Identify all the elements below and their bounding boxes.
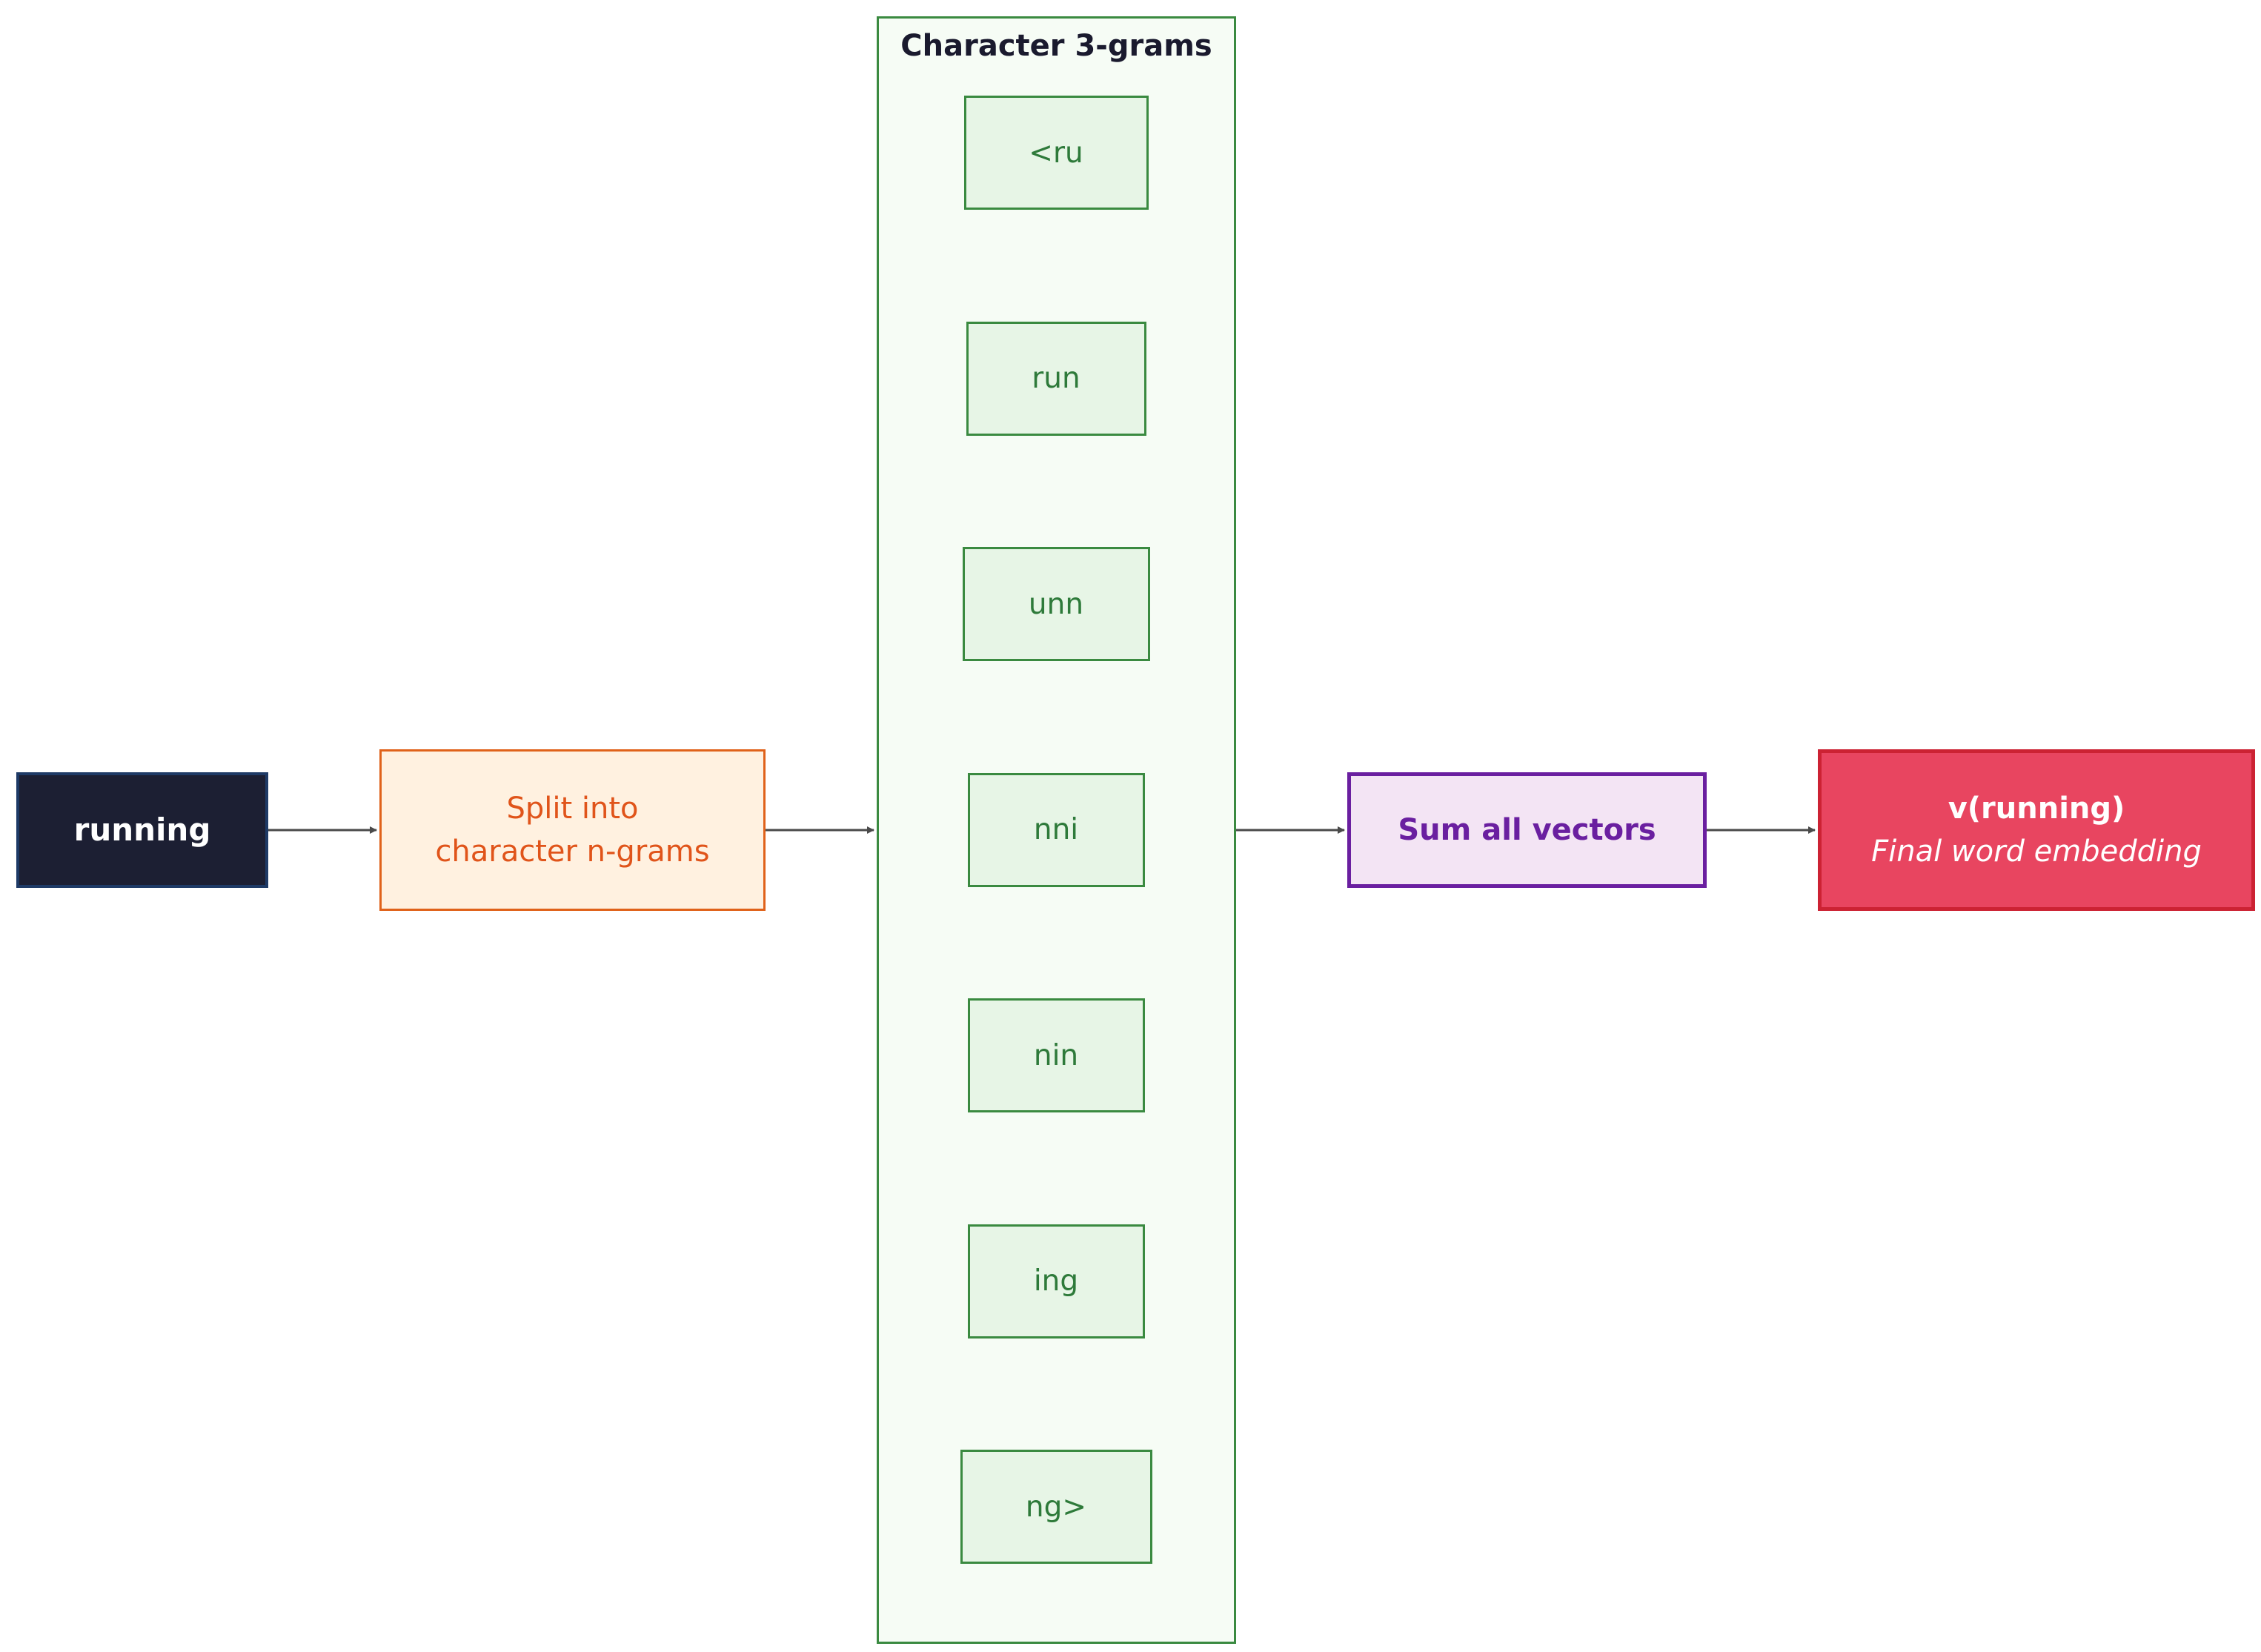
ngram-box: nni bbox=[967, 772, 1145, 887]
ngram-label: ng> bbox=[1025, 1490, 1087, 1524]
sum-vectors-node: Sum all vectors bbox=[1347, 772, 1707, 888]
ngram-label: unn bbox=[1028, 587, 1084, 621]
ngram-label: nin bbox=[1033, 1038, 1079, 1072]
ngram-box: unn bbox=[962, 547, 1150, 661]
split-ngrams-node: Split into character n-grams bbox=[379, 749, 766, 911]
sum-label: Sum all vectors bbox=[1398, 813, 1656, 847]
ngram-box: ing bbox=[967, 1224, 1145, 1338]
input-word-node: running bbox=[16, 772, 268, 888]
output-title: v(running) bbox=[1948, 792, 2125, 826]
ngram-label: ing bbox=[1033, 1264, 1079, 1298]
ngram-label: nni bbox=[1033, 813, 1079, 846]
ngram-label: run bbox=[1032, 362, 1080, 395]
ngram-box: nin bbox=[967, 998, 1145, 1112]
output-embedding-node: v(running) Final word embedding bbox=[1818, 749, 2255, 911]
ngram-box: run bbox=[966, 321, 1146, 436]
output-subtitle: Final word embedding bbox=[1871, 835, 2202, 869]
split-label-line1: Split into bbox=[506, 792, 639, 826]
ngram-label: <ru bbox=[1029, 136, 1083, 170]
cluster-title: Character 3-grams bbox=[900, 29, 1212, 63]
input-word-label: running bbox=[73, 811, 211, 848]
ngram-box: ng> bbox=[960, 1450, 1152, 1564]
split-label-line2: character n-grams bbox=[435, 835, 710, 869]
ngram-box: <ru bbox=[963, 96, 1149, 210]
